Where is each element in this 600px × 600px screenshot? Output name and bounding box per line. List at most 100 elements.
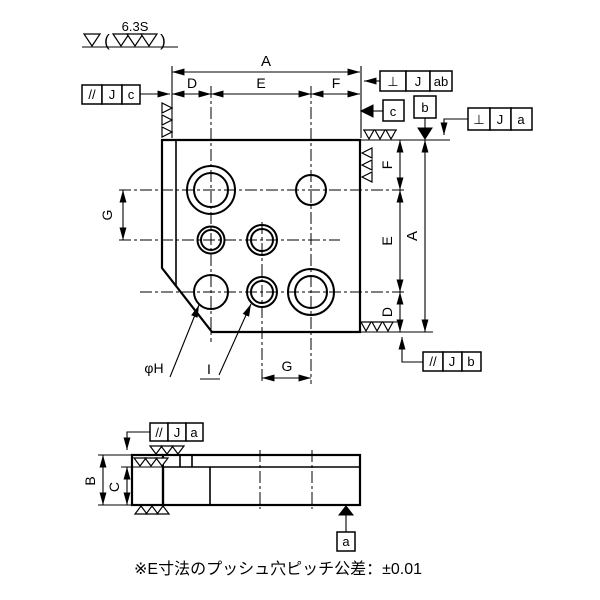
side-step-recess bbox=[164, 456, 191, 467]
datum-triangle-icon bbox=[359, 104, 374, 118]
datum-triangle-icon bbox=[337, 505, 355, 516]
hole-bottom-center-bore bbox=[250, 280, 274, 304]
leader-i bbox=[218, 303, 252, 376]
fcf-cell bbox=[429, 70, 453, 92]
finish-triangle-icon bbox=[111, 33, 131, 48]
finish-triangle-icon bbox=[362, 129, 376, 141]
finish-triangle-icon bbox=[159, 445, 175, 455]
datum-letter: c bbox=[390, 104, 397, 119]
fcf-perp-j-a: ⊥ J a bbox=[440, 107, 533, 135]
dim-label-d-right: D bbox=[379, 307, 395, 317]
hole-bottom-right-bore bbox=[294, 275, 328, 309]
finish-triangle-icon bbox=[148, 445, 164, 455]
finish-triangle-icon bbox=[359, 321, 373, 333]
dim-label-a-top: A bbox=[261, 53, 271, 70]
plan-dimensions: A D E F F E D A G G bbox=[99, 53, 429, 382]
hole-mid-left-bore bbox=[200, 229, 222, 251]
parallelism-icon: // bbox=[88, 87, 96, 102]
datum-box bbox=[336, 531, 356, 552]
fcf-leader bbox=[123, 431, 150, 450]
finish-triangle-icon bbox=[360, 147, 373, 159]
datum-triangle-icon bbox=[417, 127, 433, 140]
hole-callouts: φH I bbox=[144, 303, 252, 380]
hole-mid-center-bore bbox=[250, 228, 274, 252]
side-view: B C // J a a bbox=[82, 422, 362, 552]
hole-top-left-bore bbox=[193, 172, 229, 208]
fcf-cell bbox=[185, 422, 204, 442]
fcf-datum-letter: J bbox=[497, 112, 504, 127]
dim-label-e-top: E bbox=[256, 75, 265, 91]
datum-b: b bbox=[413, 95, 437, 140]
finish-triangle-icon bbox=[82, 33, 102, 48]
dim-label-b: B bbox=[82, 476, 98, 485]
finish-triangle-icon bbox=[125, 33, 145, 48]
dim-label-g-left: G bbox=[99, 210, 115, 221]
finish-triangle-icon bbox=[360, 159, 373, 171]
finish-close-paren: ) bbox=[160, 31, 166, 50]
finish-triangle-icon bbox=[373, 129, 387, 141]
parallelism-icon: // bbox=[429, 354, 437, 369]
hole-top-left-counterbore bbox=[186, 165, 236, 215]
finish-grade-label: 6.3S bbox=[122, 19, 149, 34]
perpendicularity-icon: ⊥ bbox=[387, 74, 398, 89]
fcf-cell bbox=[461, 351, 482, 372]
finish-triangle-icon bbox=[133, 505, 149, 515]
finish-triangle-icon bbox=[144, 505, 160, 515]
finish-triangle-icon bbox=[381, 321, 395, 333]
finish-triangle-icon bbox=[161, 102, 174, 114]
fcf-ref-letter: a bbox=[517, 112, 525, 127]
dim-label-f-right: F bbox=[379, 161, 395, 170]
finish-triangle-icon bbox=[161, 114, 174, 126]
datum-letter: b bbox=[421, 100, 428, 115]
plate-body bbox=[160, 138, 362, 334]
finish-triangle-icon bbox=[370, 321, 384, 333]
fcf-datum-letter: J bbox=[449, 354, 456, 369]
fcf-parallel-j-c: // J c bbox=[81, 84, 170, 105]
dim-label-g-bottom: G bbox=[282, 358, 293, 374]
fcf-cell bbox=[510, 107, 533, 131]
hole-bottom-center-counterbore bbox=[246, 276, 278, 308]
label-i: I bbox=[207, 361, 211, 377]
holes bbox=[186, 165, 335, 316]
side-finish-marks bbox=[132, 445, 186, 515]
finish-triangle-icon bbox=[139, 33, 159, 48]
datum-letter: a bbox=[342, 534, 350, 549]
finish-triangle-icon bbox=[170, 445, 186, 455]
fcf-ref-letter: ab bbox=[434, 74, 448, 89]
plan-view: A D E F F E D A G G φH I bbox=[81, 53, 533, 384]
fcf-parallel-j-a: // J a bbox=[123, 422, 204, 450]
dim-label-d-top: D bbox=[187, 75, 197, 91]
dim-label-a-right: A bbox=[404, 231, 421, 241]
fcf-leader bbox=[440, 118, 468, 135]
datum-box bbox=[382, 99, 405, 122]
finish-triangle-icon bbox=[384, 129, 398, 141]
finish-open-paren: ( bbox=[104, 31, 110, 50]
datum-c: c bbox=[359, 99, 405, 122]
finish-triangle-icon bbox=[143, 457, 159, 467]
fcf-cell bbox=[121, 84, 141, 105]
fcf-ref-letter: b bbox=[467, 354, 474, 369]
leader-phi-h bbox=[169, 304, 200, 378]
dim-label-c: C bbox=[106, 482, 122, 492]
fcf-ref-letter: c bbox=[128, 87, 135, 102]
fcf-leader bbox=[398, 337, 423, 363]
dim-label-e-right: E bbox=[379, 236, 395, 245]
tolerance-note: ※E寸法のプッシュ穴ピッチ公差：±0.01 bbox=[134, 560, 422, 578]
surface-finish-note: ( ) 6.3S bbox=[82, 19, 178, 50]
datum-a: a bbox=[336, 505, 356, 552]
hole-bottom-left bbox=[193, 274, 229, 310]
hole-top-right bbox=[295, 174, 327, 206]
hole-mid-center-counterbore bbox=[246, 224, 278, 256]
fcf-perp-j-ab: ⊥ J ab bbox=[364, 70, 453, 92]
perpendicularity-icon: ⊥ bbox=[473, 112, 484, 127]
finish-triangle-icon bbox=[132, 457, 148, 467]
finish-triangle-icon bbox=[161, 126, 174, 138]
fcf-ref-letter: a bbox=[190, 425, 198, 440]
dim-label-f-top: F bbox=[332, 75, 341, 91]
parallelism-icon: // bbox=[155, 425, 163, 440]
finish-triangle-icon bbox=[360, 171, 373, 183]
finish-triangle-icon bbox=[155, 505, 171, 515]
label-phi-h: φH bbox=[144, 360, 163, 376]
